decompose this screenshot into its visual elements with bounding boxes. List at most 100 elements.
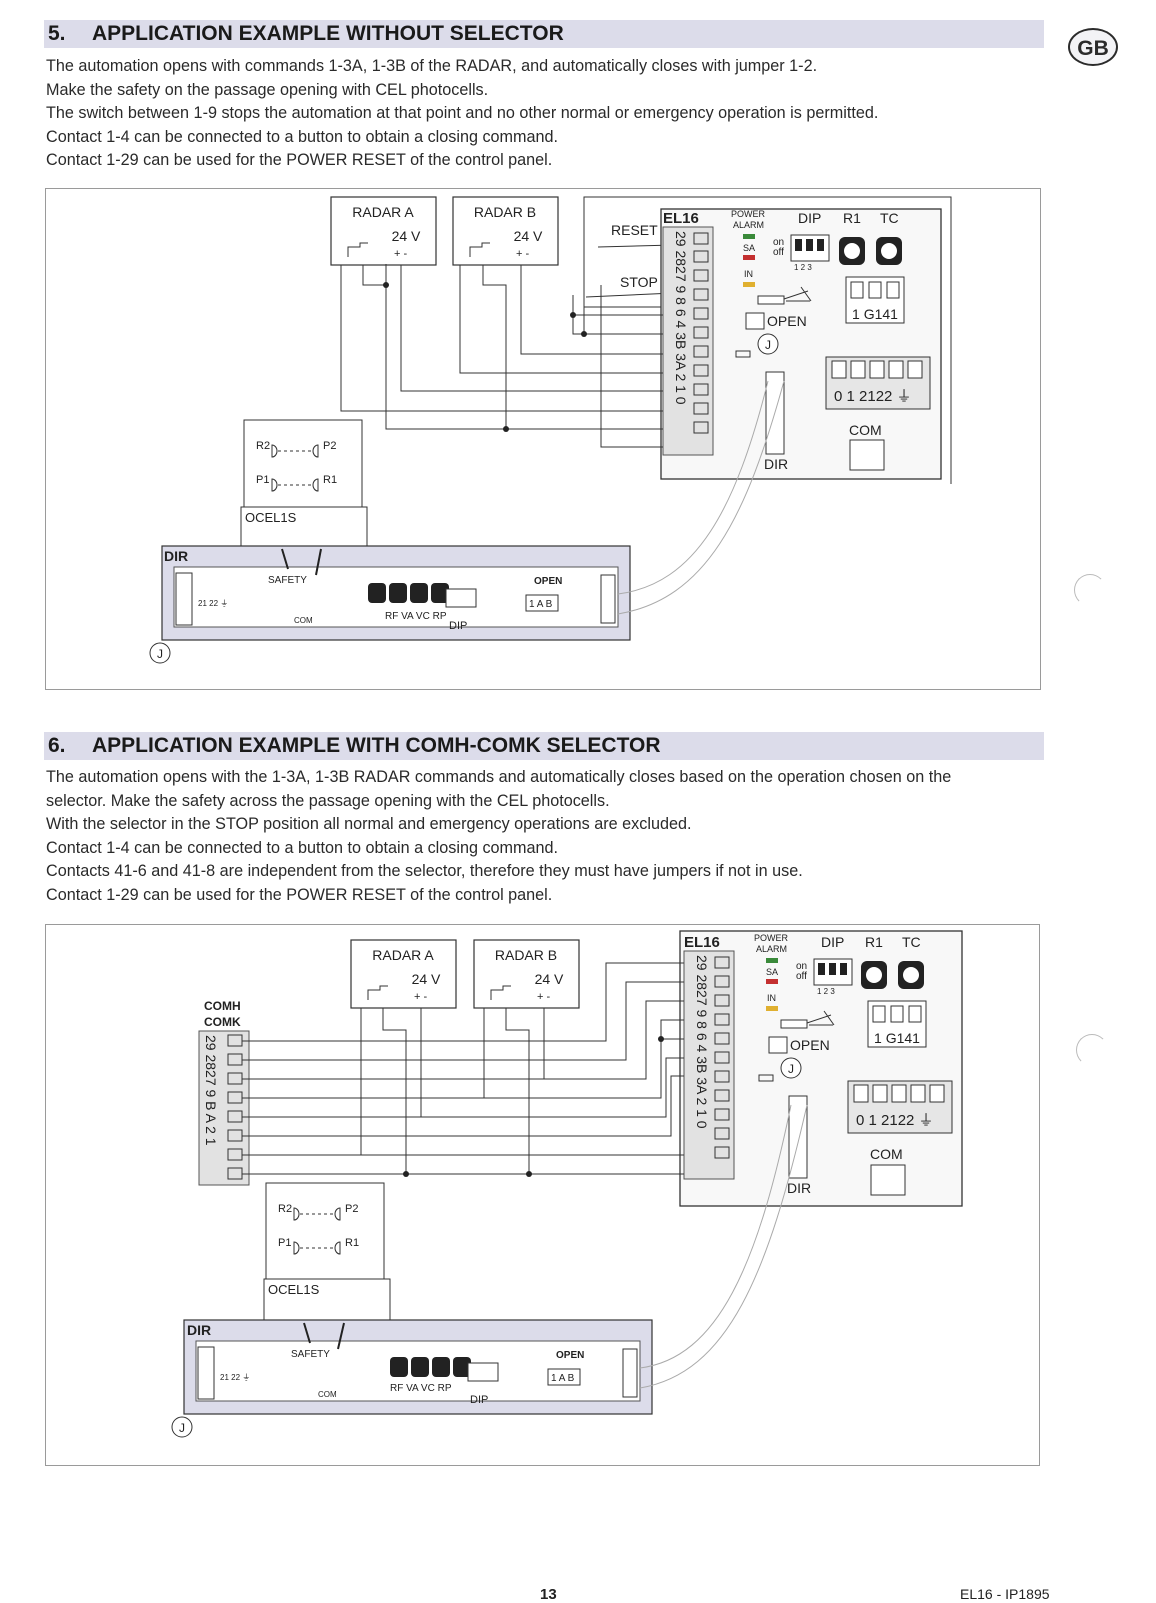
- safety-label: SAFETY: [291, 1349, 330, 1360]
- com-label: COM: [870, 1146, 903, 1162]
- dir-connector-icon: [788, 1095, 808, 1179]
- sa-label: SA: [743, 243, 755, 253]
- dir-board-right-connector: [622, 1348, 638, 1398]
- open-button-label: OPEN: [790, 1037, 830, 1053]
- el16-terminal-labels: 29 2827 9 8 6 4 3B 3A 2 1 0: [673, 231, 689, 405]
- dip-on-label: on: [773, 237, 784, 248]
- section-6-text: The automation opens with the 1-3A, 1-3B…: [46, 766, 1056, 908]
- radar-a-voltage: 24 V: [392, 228, 421, 244]
- wiring-diagram-2: RADAR A 24 V + - RADAR B 24 V + - COMH C…: [45, 924, 1040, 1466]
- j-jumper-pins: [735, 350, 751, 358]
- power-terminal-blocks: [831, 360, 923, 379]
- section-6-line: The automation opens with the 1-3A, 1-3B…: [46, 768, 952, 786]
- section-6-heading: 6.APPLICATION EXAMPLE WITH COMH-COMK SEL…: [44, 732, 1044, 760]
- in-label: IN: [767, 993, 776, 1003]
- radar-b-voltage: 24 V: [514, 228, 543, 244]
- page-number: 13: [540, 1586, 557, 1603]
- j-label: J: [765, 338, 771, 352]
- alarm-label: ALARM: [756, 944, 787, 954]
- dip-off-label: off: [796, 971, 807, 982]
- dir-com-label: COM: [318, 1390, 337, 1399]
- radar-a-relay-icon: [367, 985, 388, 1000]
- section-5-line: The switch between 1-9 stops the automat…: [46, 104, 879, 123]
- dip-label: DIP: [798, 210, 821, 226]
- section-5-text: The automation opens with commands 1-3A,…: [46, 55, 1056, 173]
- stop-label: STOP: [620, 274, 658, 290]
- g141-connector: [845, 276, 905, 324]
- ribbon-cable: [639, 1104, 808, 1389]
- tc-label: TC: [880, 210, 899, 226]
- ribbon-cable: [617, 380, 785, 615]
- section-6-line: Contact 1-29 can be used for the POWER R…: [46, 885, 553, 904]
- dir-j-label: J: [157, 647, 163, 661]
- safety-arrow: [303, 1322, 311, 1344]
- dir-terminal-labels: 21 22 ⏚: [198, 599, 228, 608]
- photocell-icons: [293, 1207, 341, 1255]
- dir-open-label: OPEN: [556, 1350, 584, 1361]
- dir-open-label: OPEN: [534, 576, 562, 587]
- photocell-r2-label: R2: [256, 440, 270, 452]
- dip-off-label: off: [773, 247, 784, 258]
- j-label: J: [788, 1062, 794, 1076]
- dir-board-label: DIR: [187, 1322, 211, 1338]
- wire-junctions: [383, 282, 587, 432]
- radar-b-box: [473, 939, 580, 1009]
- r1-trimmer-knob: [866, 967, 882, 983]
- power-led: [766, 958, 778, 963]
- safety-arrow: [337, 1322, 345, 1350]
- photocell-p1-label: P1: [278, 1237, 291, 1249]
- dir-dip-switch: [467, 1362, 499, 1382]
- dir-open-terminals: [547, 1368, 581, 1386]
- safety-arrow: [281, 548, 289, 570]
- dir-board-connector: [197, 1346, 215, 1400]
- radar-b-polarity: + -: [537, 991, 550, 1003]
- safety-label: SAFETY: [268, 575, 307, 586]
- dir-trimmer-labels: RF VA VC RP: [385, 611, 447, 622]
- dip-on-label: on: [796, 961, 807, 972]
- comh-terminal-strip: [198, 1030, 250, 1186]
- power-terminal-labels: 0 1 2122 ⏚: [834, 388, 912, 405]
- sa-label: SA: [766, 967, 778, 977]
- dir-dip-label: DIP: [470, 1394, 488, 1406]
- j-jumper-icon: [780, 1057, 802, 1079]
- power-terminal-blocks: [853, 1084, 945, 1103]
- g141-label: 1 G141: [852, 306, 898, 322]
- frame-line: [583, 196, 952, 484]
- power-terminal-labels: 0 1 2122 ⏚: [856, 1112, 934, 1129]
- radar-wiring: [340, 264, 663, 448]
- dir-trimmer-labels: RF VA VC RP: [390, 1383, 452, 1394]
- j-jumper-pins: [758, 1074, 774, 1082]
- jumper-resistor: [757, 295, 785, 305]
- wiring-diagram-1: RADAR A 24 V + - RADAR B 24 V + - RESET …: [45, 188, 1041, 690]
- radar-a-voltage: 24 V: [412, 971, 441, 987]
- comk-label: COMK: [204, 1015, 241, 1029]
- tc-label: TC: [902, 934, 921, 950]
- ocel1s-module: [263, 1278, 391, 1328]
- section-5-number: 5.: [48, 22, 66, 45]
- dir-board-right-connector: [600, 574, 616, 624]
- dir-j-jumper-icon: [171, 1416, 193, 1438]
- radar-b-label: RADAR B: [495, 947, 557, 963]
- photocell-p2-label: P2: [323, 440, 336, 452]
- section-5-line: Contact 1-29 can be used for the POWER R…: [46, 151, 553, 170]
- ribbon-cable: [639, 1104, 792, 1369]
- comh-label: COMH: [204, 999, 241, 1013]
- ocel1s-label: OCEL1S: [245, 510, 297, 525]
- photocell-frame: [265, 1182, 385, 1282]
- r1-label: R1: [843, 210, 861, 226]
- open-button-icon: [745, 312, 765, 330]
- dir-board-connector: [175, 572, 193, 626]
- dir-connector-label: DIR: [787, 1180, 811, 1196]
- section-6-number: 6.: [48, 734, 66, 757]
- dir-connector-label: DIR: [764, 456, 788, 472]
- dir-open-terminal-labels: 1 A B: [551, 1373, 575, 1384]
- open-button-label: OPEN: [767, 313, 807, 329]
- radar-b-label: RADAR B: [474, 204, 536, 220]
- tc-trimmer-knob: [881, 243, 897, 259]
- sa-led: [766, 979, 778, 984]
- dir-dip-switch: [445, 588, 477, 608]
- dip-switch-levers: [818, 963, 847, 975]
- section-6-line: Contacts 41-6 and 41-8 are independent f…: [46, 862, 803, 881]
- g141-blocks: [872, 1005, 922, 1023]
- in-led: [743, 282, 755, 287]
